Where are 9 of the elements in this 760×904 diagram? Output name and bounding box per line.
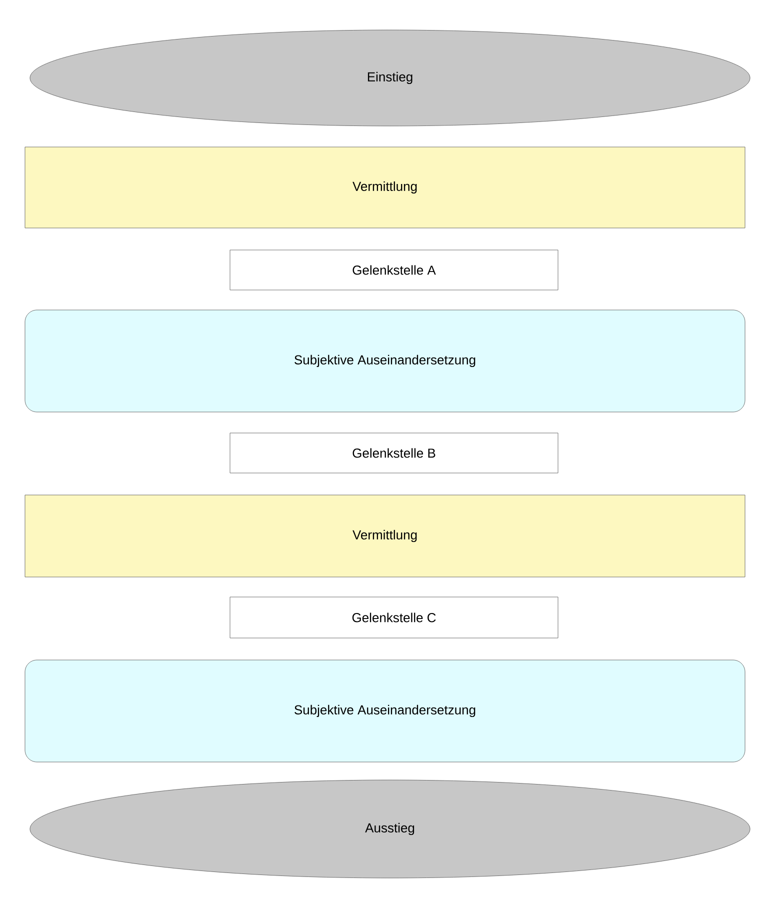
oval-node: Einstieg: [30, 30, 750, 126]
label-box: Gelenkstelle A: [230, 250, 558, 290]
rounded-box: Subjektive Auseinandersetzung: [24, 310, 746, 412]
oval-node: Ausstieg: [30, 780, 750, 878]
process-box: Vermittlung: [24, 146, 746, 228]
process-box: Vermittlung: [24, 494, 746, 578]
label-box: Gelenkstelle C: [230, 596, 558, 638]
label-box: Gelenkstelle B: [230, 432, 558, 474]
rounded-box: Subjektive Auseinandersetzung: [24, 660, 746, 762]
